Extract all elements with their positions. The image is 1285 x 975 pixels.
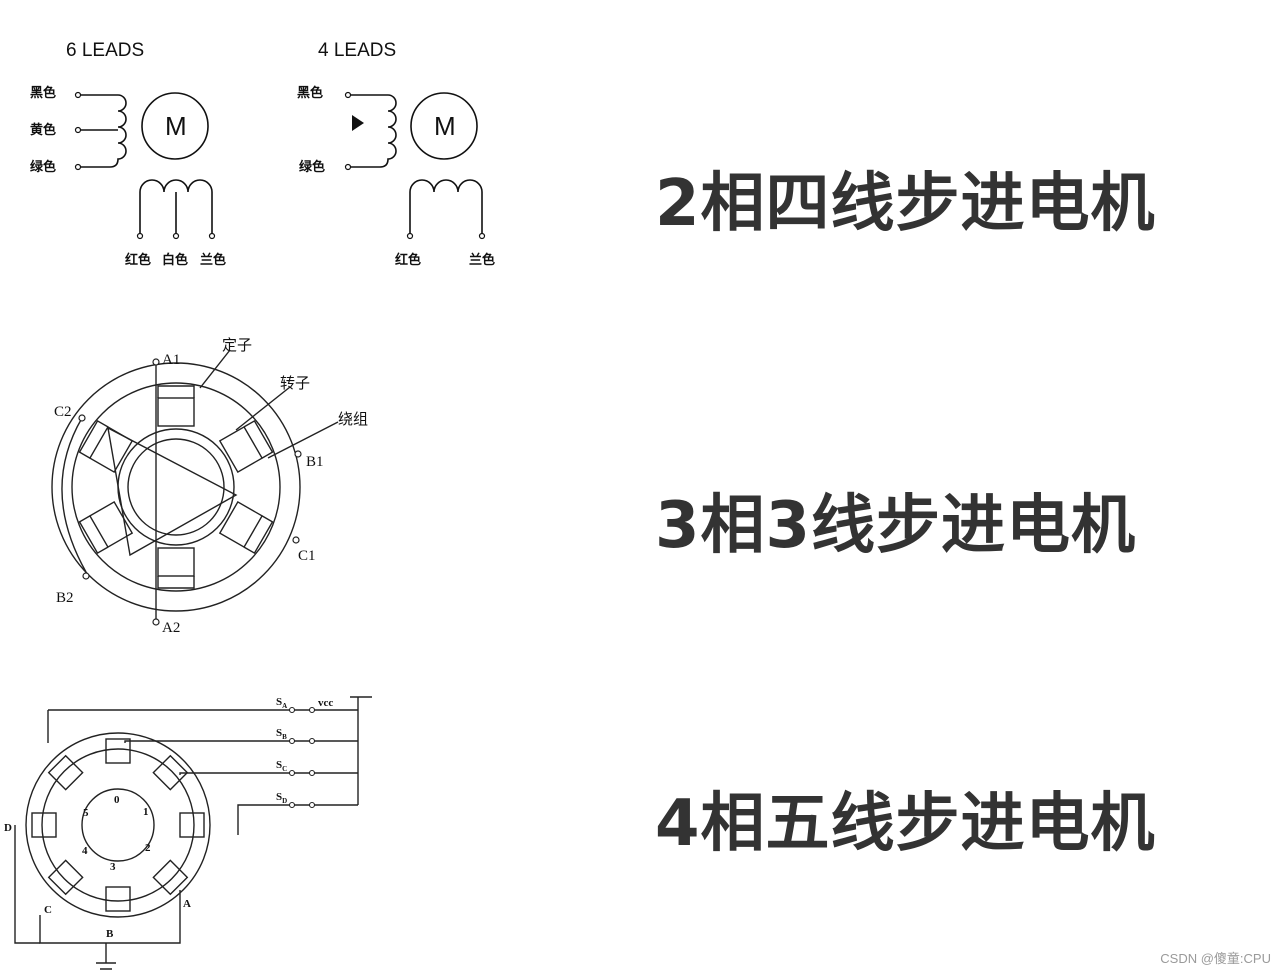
wire-label: 兰色 xyxy=(200,252,226,268)
phase-label-d: D xyxy=(4,822,12,834)
phase-label-b: B xyxy=(106,928,114,940)
four-phase-circuit-diagram: SA SB SC SD vcc A B C D 0 1 2 3 4 5 xyxy=(4,696,372,970)
heading-four-phase: 4相五线步进电机 xyxy=(655,787,1156,861)
wire-label: 绿色 xyxy=(30,159,56,175)
phase-label-a: A xyxy=(183,898,191,910)
vcc-label: vcc xyxy=(318,697,333,709)
switch-label: SD xyxy=(276,791,287,805)
label-c2: C2 xyxy=(54,404,72,420)
wire-label: 黑色 xyxy=(297,85,323,101)
heading-three-phase: 3相3线步进电机 xyxy=(655,489,1137,563)
three-phase-stator-diagram: A1 A2 B1 B2 C1 C2 定子 转子 绕组 xyxy=(51,337,368,636)
wire-label: 兰色 xyxy=(469,252,495,268)
label-b2: B2 xyxy=(56,590,74,606)
label-rotor: 转子 xyxy=(280,375,310,392)
label-winding: 绕组 xyxy=(338,411,368,428)
tooth-label: 2 xyxy=(145,842,151,854)
tooth-label: 3 xyxy=(110,861,116,873)
label-b1: B1 xyxy=(306,454,324,470)
left-motor-letter: M xyxy=(165,111,187,141)
six-leads-title: 6 LEADS xyxy=(66,40,144,61)
wire-label: 绿色 xyxy=(299,159,325,175)
heading-two-phase: 2相四线步进电机 xyxy=(655,167,1156,241)
label-a1: A1 xyxy=(162,352,180,368)
wire-label: 白色 xyxy=(162,252,188,268)
tooth-label: 4 xyxy=(82,845,88,857)
label-c1: C1 xyxy=(298,548,316,564)
lead-wiring-diagram: 6 LEADS 4 LEADS M M 黑色 黄色 绿色 红色 白色 兰色 黑色… xyxy=(30,40,495,268)
label-a2: A2 xyxy=(162,620,180,636)
switch-label: SC xyxy=(276,759,287,773)
cursor-arrow-icon xyxy=(352,115,364,131)
wire-label: 红色 xyxy=(125,252,151,268)
wire-label: 黄色 xyxy=(30,122,56,138)
switch-label: SA xyxy=(276,696,287,710)
tooth-label: 0 xyxy=(114,794,120,806)
phase-label-c: C xyxy=(44,904,52,916)
watermark: CSDN @傻童:CPU xyxy=(1160,951,1271,966)
wire-label: 红色 xyxy=(395,252,421,268)
right-motor-letter: M xyxy=(434,111,456,141)
switch-label: SB xyxy=(276,727,287,741)
four-leads-title: 4 LEADS xyxy=(318,40,396,61)
wire-label: 黑色 xyxy=(30,85,56,101)
label-stator: 定子 xyxy=(222,337,252,354)
tooth-label: 5 xyxy=(83,807,89,819)
tooth-label: 1 xyxy=(143,806,149,818)
